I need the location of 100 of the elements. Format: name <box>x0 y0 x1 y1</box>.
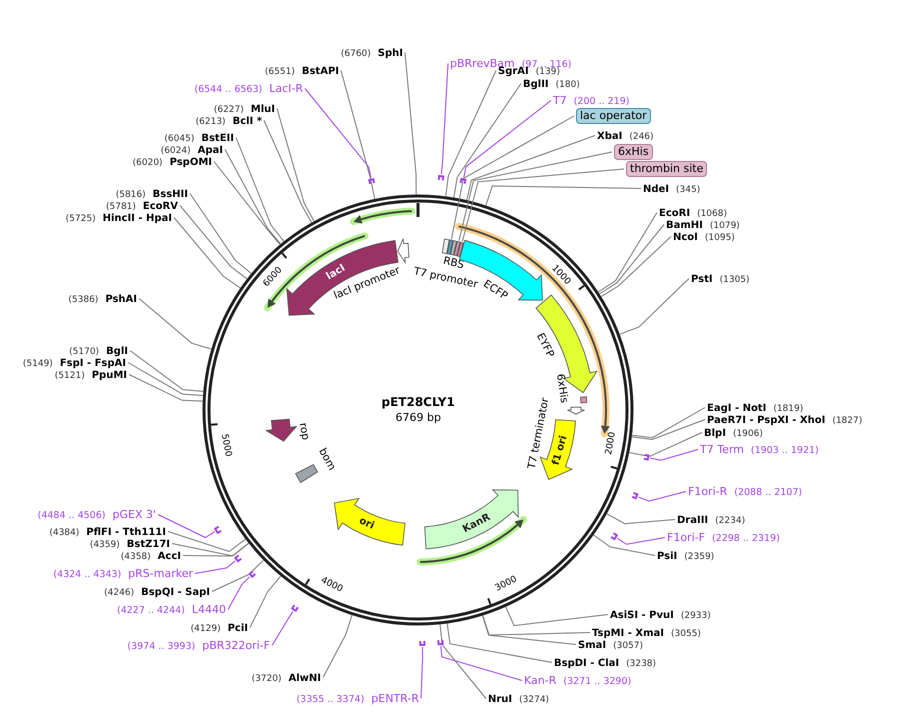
site-position: (246) <box>629 132 654 142</box>
tick-label: 4000 <box>318 574 344 597</box>
primer-position: (4324 .. 4343) <box>53 569 122 580</box>
enzyme-name: BspQI - SapI <box>141 587 210 598</box>
site-position: (5816) <box>116 190 146 200</box>
site-position: (5121) <box>54 371 85 381</box>
leader-line <box>599 224 664 294</box>
site-position: (2933) <box>680 611 711 621</box>
enzyme-name: BspDI - ClaI <box>554 658 620 669</box>
leader-line <box>224 149 282 244</box>
leader-line <box>440 63 448 175</box>
enzyme-name: BlpI <box>704 428 726 439</box>
enzyme-name: BclI * <box>232 116 262 127</box>
leader-line <box>458 152 612 242</box>
enzyme-name: BstEII <box>201 133 234 144</box>
enzyme-name: BamHI <box>666 220 703 231</box>
leader-line <box>593 534 656 556</box>
feature-label: rop <box>296 422 312 441</box>
feature-label: f1 ori <box>550 434 571 467</box>
enzyme-name: SphI <box>378 48 403 59</box>
leader-line <box>445 70 496 197</box>
enzyme-name: PshAI <box>105 294 137 305</box>
site-position: (1819) <box>773 404 804 414</box>
site-position: (3720) <box>252 674 282 684</box>
site-position: (4129) <box>190 624 221 634</box>
leader-line <box>462 168 624 242</box>
primer-name: T7 Term <box>700 443 744 456</box>
feature-label: T7 terminator <box>526 396 552 470</box>
primer-name: L4440 <box>192 603 226 616</box>
leader-line <box>453 83 522 198</box>
site-position: (4358) <box>120 552 151 562</box>
site-position: (180) <box>556 80 580 90</box>
site-position: (3057) <box>613 641 644 651</box>
site-position: (1827) <box>832 416 862 426</box>
leader-line <box>482 615 576 645</box>
site-position: (1079) <box>710 221 740 231</box>
site-position: (4384) <box>49 528 80 538</box>
leader-line <box>174 217 241 288</box>
leader-line <box>182 542 250 557</box>
plasmid-length: 6769 bp <box>396 410 441 424</box>
enzyme-name: XbaI <box>597 131 622 142</box>
enzyme-name: ApaI <box>198 145 223 156</box>
site-position: (3274) <box>519 695 550 705</box>
leader-line <box>600 236 672 298</box>
leader-line <box>304 88 372 178</box>
leader-line <box>505 606 608 626</box>
leader-line <box>212 560 264 592</box>
leader-line <box>631 419 706 440</box>
tick-label: 3000 <box>494 574 520 596</box>
leader-line <box>190 193 252 274</box>
site-position: (1305) <box>720 275 750 285</box>
site-position: (5170) <box>69 347 100 357</box>
site-position: (4359) <box>90 540 120 550</box>
site-position: (6760) <box>340 49 371 59</box>
primer-position: (2088 .. 2107) <box>734 487 802 498</box>
leader-line <box>482 615 590 636</box>
leader-line <box>485 186 642 206</box>
leader-line <box>128 374 204 402</box>
enzyme-name: HincII - HpaI <box>102 213 172 224</box>
leader-line <box>616 537 666 545</box>
primer-position: (200 .. 219) <box>574 96 630 107</box>
leader-line <box>440 645 522 681</box>
primer-name: LacI-R <box>269 82 303 95</box>
enzyme-name: SmaI <box>578 640 606 651</box>
leader-line <box>650 449 698 461</box>
primer-name: pRS-marker <box>128 567 193 580</box>
feature-label: 6xHis <box>552 373 570 404</box>
feature-tag: lac operator <box>576 108 651 124</box>
site-position: (4246) <box>104 588 134 598</box>
primer-position: (4484 .. 4506) <box>38 510 106 521</box>
leader-line <box>463 100 552 178</box>
enzyme-name: BssHII <box>152 189 188 200</box>
leader-line <box>446 623 552 663</box>
primer-name: F1ori-R <box>688 485 728 498</box>
leader-line <box>236 137 284 242</box>
primer-position: (1903 .. 1921) <box>750 445 819 456</box>
enzyme-name: PsiI <box>657 551 678 562</box>
site-position: (2234) <box>715 516 746 526</box>
leader-line <box>276 108 315 222</box>
site-position: (3238) <box>626 659 656 669</box>
leader-line <box>272 610 294 646</box>
leader-line <box>340 70 376 200</box>
leader-line <box>466 135 596 201</box>
enzyme-name: PciI <box>228 623 248 634</box>
leader-line <box>194 560 236 574</box>
leader-line <box>404 52 417 195</box>
feature-tag: 6xHis <box>614 144 653 160</box>
plasmid-name: pET28CLY1 <box>382 396 455 408</box>
enzyme-name: PpuMI <box>92 370 127 381</box>
leader-line <box>128 362 204 396</box>
site-position: (345) <box>676 185 700 195</box>
tick-label: 2000 <box>602 431 618 456</box>
primer-name: Kan-R <box>524 674 556 687</box>
leader-line <box>632 407 706 438</box>
enzyme-name: AccI <box>158 551 181 562</box>
primer-position: (3271 .. 3290) <box>563 676 632 687</box>
leader-line <box>628 432 702 458</box>
feature-label: lacI <box>324 262 348 284</box>
enzyme-name: PstI <box>691 274 713 285</box>
enzyme-name: AlwNI <box>288 673 321 684</box>
